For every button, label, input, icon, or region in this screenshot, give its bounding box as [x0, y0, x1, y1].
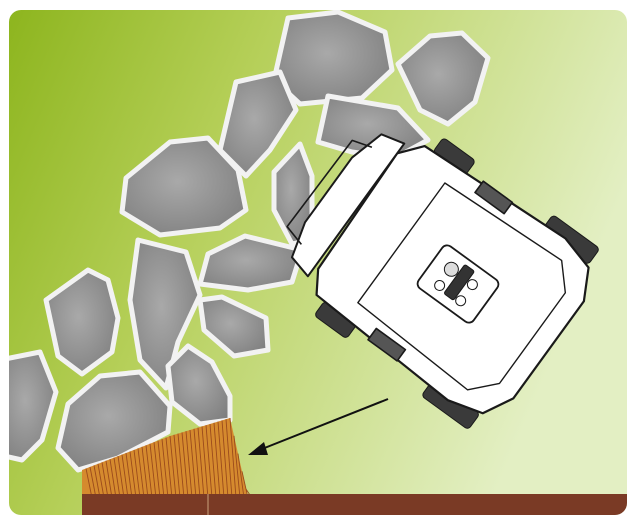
cut-grass-stripe [121, 454, 129, 499]
stepping-stone [197, 233, 305, 293]
panel-button-icon [434, 279, 446, 291]
cut-grass-stripe [165, 437, 173, 499]
cut-grass-stripe [173, 434, 181, 499]
cut-grass-stripe [109, 459, 117, 499]
cut-grass-stripe [93, 465, 101, 499]
cut-grass-stripe [149, 443, 157, 499]
stepping-stone [165, 343, 233, 427]
cut-grass-stripe [217, 421, 225, 499]
cut-grass-stripe [97, 463, 105, 499]
cut-grass-stripe [177, 433, 185, 499]
panel-button-icon [466, 279, 478, 291]
cut-grass-stripe [89, 466, 97, 499]
cut-grass-stripe [221, 420, 229, 499]
cut-grass-stripe [157, 440, 165, 499]
cut-grass-stripe [225, 419, 233, 499]
cut-grass-stripes [85, 417, 253, 499]
cut-grass-stripe [197, 427, 205, 499]
stepping-stone [43, 267, 121, 377]
stepping-stone [197, 294, 271, 359]
cut-grass-stripe [201, 426, 209, 499]
cut-grass-stripe [181, 432, 189, 499]
cut-grass-stripe [85, 468, 93, 499]
cut-grass-stripe [133, 449, 141, 499]
cut-grass-stripe [105, 460, 113, 499]
cut-grass-stripe [137, 448, 145, 499]
cut-grass-stripe [241, 471, 249, 499]
cut-grass-stripe [185, 431, 193, 499]
stepping-stone-path [9, 10, 491, 473]
direction-arrow-icon [248, 398, 389, 455]
cut-grass-stripe [237, 453, 245, 499]
cut-grass-stripe [117, 456, 125, 499]
cut-grass-stripe [169, 435, 177, 499]
cut-grass-stripe [145, 445, 153, 499]
panel-display [444, 264, 475, 301]
cut-grass-stripe [161, 439, 169, 499]
cut-grass-stripe [125, 452, 133, 499]
stepping-stone [119, 135, 249, 238]
cut-grass-stripe [233, 435, 241, 499]
robot-bumper [290, 133, 406, 278]
cut-grass-stripe [113, 457, 121, 499]
cut-grass-stripe [189, 429, 197, 499]
cut-grass-stripe [193, 428, 201, 499]
cut-grass-stripe [101, 462, 109, 499]
cut-grass-stripe [209, 423, 217, 499]
power-button-icon [443, 261, 459, 277]
stepping-stone [9, 349, 59, 463]
panel-button-icon [455, 295, 467, 307]
robot-vent [367, 180, 514, 362]
cut-grass-stripe [229, 417, 237, 499]
cut-grass-stripe [129, 451, 137, 499]
stepping-stone [395, 30, 491, 127]
cut-grass-stripe [141, 446, 149, 499]
robotic-lawnmower-icon [286, 133, 599, 429]
cut-grass-stripe [153, 442, 161, 499]
garden-wall [82, 494, 627, 515]
stepping-stone [55, 369, 173, 473]
cut-grass-stripe [213, 422, 221, 499]
cut-grass-stripe [205, 425, 213, 499]
